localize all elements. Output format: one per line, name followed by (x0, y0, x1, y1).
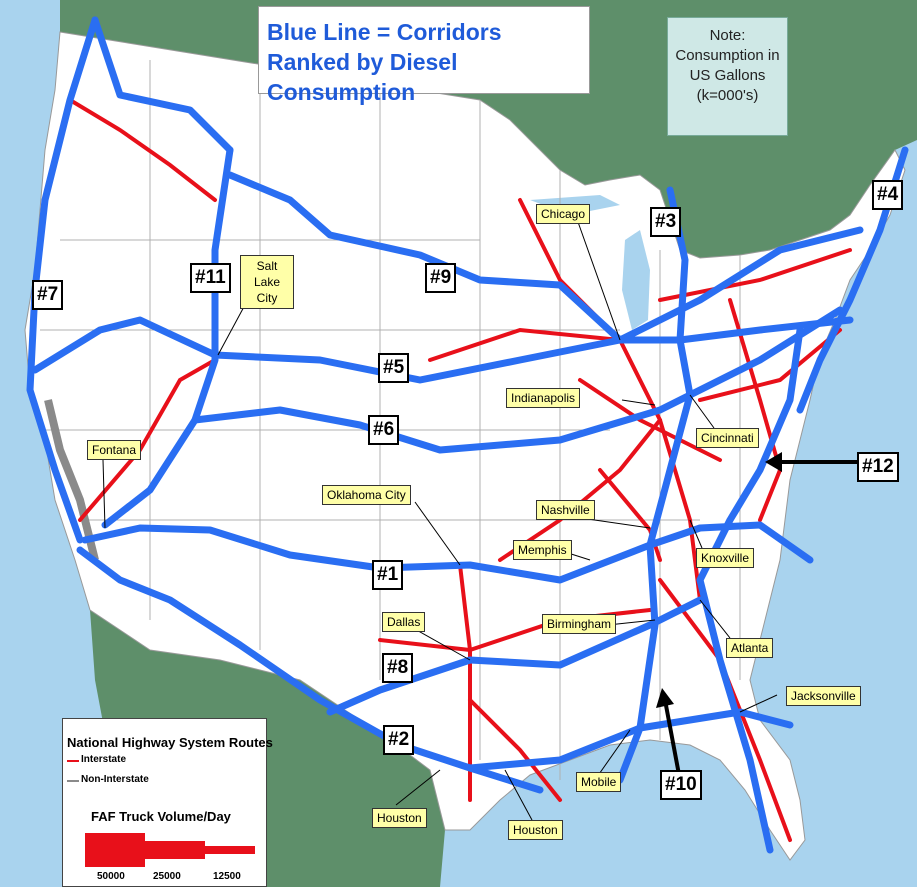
corridor-badge-7: #7 (32, 280, 64, 310)
arrows (656, 452, 858, 781)
corridor-badge-5: #5 (378, 353, 410, 383)
corridor-badge-2: #2 (383, 725, 415, 755)
map-title: Blue Line = Corridors Ranked by Diesel C… (258, 6, 590, 105)
legend-volume-title: FAF Truck Volume/Day (91, 809, 231, 824)
corridor-badge-6: #6 (368, 415, 400, 445)
legend-interstate-label: Interstate (81, 754, 127, 765)
corridor-1 (81, 521, 814, 584)
corridor-ohio-valley (686, 306, 844, 399)
city-label-houston: Houston (372, 808, 427, 828)
interstate-network (68, 98, 852, 842)
city-label-houston: Houston (508, 820, 563, 840)
lake-michigan (622, 230, 650, 330)
corridor-9 (226, 171, 624, 344)
corridor-6 (191, 391, 694, 454)
legend-tick: 25000 (153, 871, 181, 882)
city-label-salt-lake-city: Salt Lake City (240, 255, 294, 309)
corridor-badge-12: #12 (857, 452, 899, 482)
corridor-northeast (616, 226, 864, 344)
corridor-10 (616, 391, 694, 784)
city-label-cincinnati: Cincinnati (696, 428, 759, 448)
legend-title: National Highway System Routes (67, 735, 273, 750)
volume-bar-small (205, 846, 255, 854)
note-line: US Gallons (689, 67, 766, 84)
city-label-fontana: Fontana (87, 440, 142, 460)
corridor-5 (31, 316, 854, 384)
legend-tick: 12500 (213, 871, 241, 882)
city-label-nashville: Nashville (536, 500, 595, 520)
corridor-badge-10: #10 (660, 770, 702, 800)
non-interstate-route (44, 399, 99, 561)
corridor-badge-3: #3 (650, 207, 682, 237)
corridor-11 (101, 146, 234, 529)
city-label-oklahoma-city: Oklahoma City (322, 485, 411, 505)
city-label-birmingham: Birmingham (542, 614, 617, 634)
corridor-upper-nw (91, 16, 234, 154)
note-line: Note: (709, 27, 746, 44)
city-label-jacksonville: Jacksonville (786, 686, 861, 706)
city-label-dallas: Dallas (382, 612, 426, 632)
city-label-chicago: Chicago (536, 204, 591, 224)
corridor-badge-8: #8 (382, 653, 414, 683)
note-box: Note: Consumption in US Gallons (k=000's… (667, 17, 788, 136)
corridor-badge-11: #11 (190, 263, 231, 293)
city-label-atlanta: Atlanta (726, 638, 774, 658)
note-line: Consumption in (675, 47, 780, 64)
city-label-indianapolis: Indianapolis (506, 388, 581, 408)
legend-volume-bar (85, 833, 255, 867)
corridor-8 (326, 596, 704, 716)
corridor-badge-4: #4 (872, 180, 904, 210)
legend-non-interstate-swatch (67, 780, 79, 782)
volume-bar-large (85, 833, 145, 867)
legend-interstate-swatch (67, 760, 79, 762)
city-label-mobile: Mobile (576, 772, 622, 792)
legend-tick: 50000 (97, 871, 125, 882)
legend-non-interstate-label: Non-Interstate (81, 774, 149, 785)
state-lines (40, 60, 741, 780)
legend: National Highway System Routes Interstat… (62, 718, 273, 887)
note-line: (k=000's) (696, 87, 759, 104)
city-label-memphis: Memphis (513, 540, 572, 560)
volume-bar-medium (145, 841, 205, 859)
corridor-badge-1: #1 (372, 560, 404, 590)
corridor-gulf (466, 764, 544, 794)
city-label-knoxville: Knoxville (696, 548, 755, 568)
corridor-badge-9: #9 (425, 263, 457, 293)
